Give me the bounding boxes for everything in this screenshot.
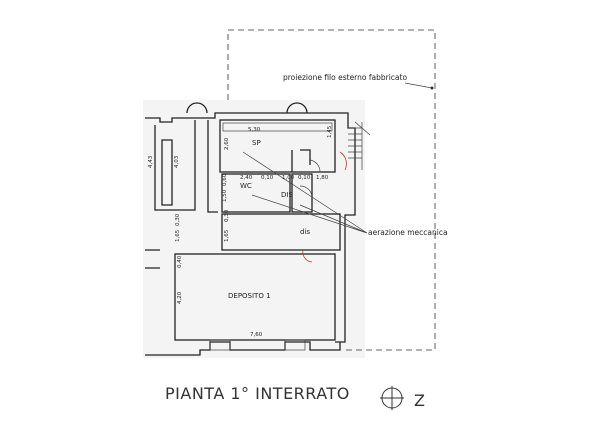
room-dis-upper: [291, 173, 313, 213]
room-label-dis: DIS: [281, 191, 293, 199]
dimension: 1,65: [175, 229, 181, 242]
left-wing: [154, 120, 196, 211]
dimension: 0,30: [175, 213, 181, 226]
dimension: 0,10: [298, 175, 311, 181]
dimension: 2,60: [224, 137, 230, 150]
dimension: 4,03: [174, 155, 180, 168]
dim-line: [222, 122, 333, 132]
dimension: 1,80: [316, 175, 329, 181]
room-label-deposito: DEPOSITO 1: [228, 292, 271, 300]
projection-leader: [404, 82, 433, 89]
dimension: 1,65: [224, 229, 230, 242]
ventilation-leaders: [242, 151, 368, 234]
dimension: 0,40: [177, 255, 183, 268]
plan-background: [143, 100, 365, 358]
plan-title: PIANTA 1° INTERRATO: [165, 384, 350, 403]
ventilation-label: aerazione meccanica: [368, 228, 448, 237]
dimension: 1,45: [327, 125, 333, 138]
dimension: 0,30: [224, 209, 230, 222]
room-label-dis-lower: dis: [300, 228, 310, 236]
north-symbol: [380, 386, 404, 410]
projection-label: proiezione filo esterno fabbricato: [283, 73, 407, 82]
dimension: 7,60: [250, 332, 263, 338]
stairs: [348, 121, 371, 170]
window-niche: [284, 339, 306, 351]
door-swing: [299, 159, 321, 197]
dimension: 1,50: [222, 189, 228, 202]
north-label: Z: [414, 391, 425, 410]
left-walls: [145, 120, 218, 269]
dimension: 5,30: [248, 127, 261, 133]
window-arch: [286, 102, 308, 114]
window-arch: [186, 102, 208, 114]
room-label-wc: WC: [240, 182, 252, 190]
room-wc: [221, 173, 291, 213]
door-swing: [339, 151, 347, 171]
dimension: 0,60: [222, 173, 228, 186]
room-label-sp: SP: [252, 139, 261, 147]
dimension: 1,00: [282, 175, 295, 181]
window-niche: [209, 339, 231, 351]
dimension: 4,43: [148, 155, 154, 168]
room-dis-lower: [221, 213, 341, 251]
room-deposito: [174, 253, 336, 341]
dimension: 0,10: [261, 175, 274, 181]
door-swing: [302, 249, 313, 263]
outer-wall: [145, 112, 356, 343]
room-sp: [219, 119, 336, 173]
dimension: 4,20: [177, 291, 183, 304]
dimension: 2,40: [240, 175, 253, 181]
